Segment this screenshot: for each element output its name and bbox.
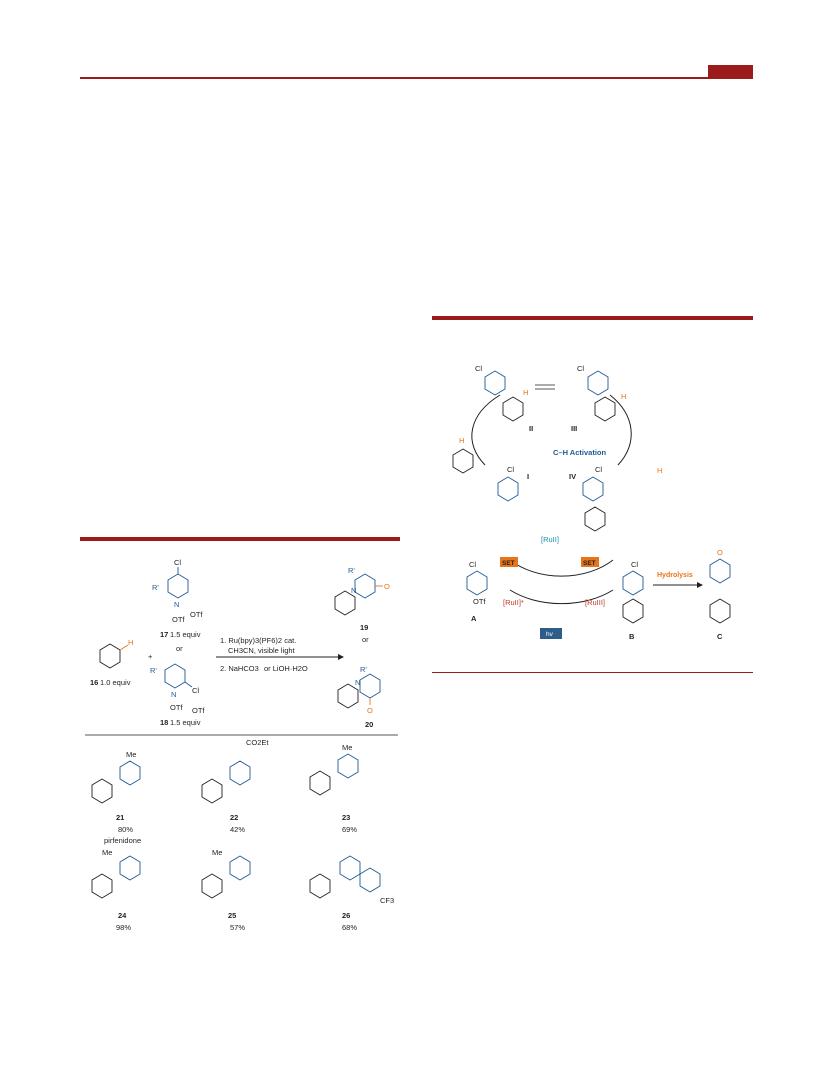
example23-sub: Me <box>342 743 352 752</box>
n-p19: N <box>351 586 356 595</box>
svg-text:68%: 68% <box>342 923 357 932</box>
conditions-step1b: CH3CN, visible light <box>228 646 296 655</box>
example-22: 22 42% <box>230 813 245 834</box>
cl-B: Cl <box>631 560 638 569</box>
reagent2-label: 18 <box>160 718 168 727</box>
label-III: III <box>571 424 577 433</box>
svg-text:69%: 69% <box>342 825 357 834</box>
example25-sub: Me <box>212 848 222 857</box>
conditions-step1: 1. Ru(bpy)3(PF6)2 cat. <box>220 636 296 645</box>
set-left-label: SET <box>502 560 515 567</box>
otf-label: OTf <box>172 615 185 624</box>
label-IV: IV <box>569 472 576 481</box>
example21-sub: Me <box>126 750 136 759</box>
example-23: 23 69% <box>342 813 357 834</box>
plus-sign: + <box>148 652 153 661</box>
scope-scheme: H 16 1.0 equiv + Cl R' N OTf OTf 17 1.5 … <box>85 558 398 932</box>
cl-II: Cl <box>475 364 482 373</box>
n-label-2: N <box>171 690 176 699</box>
ru-ii-label: [RuII] <box>541 535 559 544</box>
svg-text:pirfenidone: pirfenidone <box>104 836 141 845</box>
or-label: or <box>176 644 183 653</box>
r-prime-p19: R' <box>348 566 355 575</box>
cl-label-2: Cl <box>192 686 199 695</box>
otf-counterion: OTf <box>190 610 203 619</box>
h-label: H <box>128 638 133 647</box>
species-B: B <box>629 632 635 641</box>
svg-text:24: 24 <box>118 911 127 920</box>
product20-label: 20 <box>365 720 373 729</box>
cl-I: Cl <box>507 465 514 474</box>
svg-text:98%: 98% <box>116 923 131 932</box>
example-25: 25 57% <box>228 911 245 932</box>
h-plus: H <box>657 466 662 475</box>
header-tab <box>708 65 753 78</box>
cl-label: Cl <box>174 558 181 567</box>
r-prime-label: R' <box>152 583 159 592</box>
product19-label: 19 <box>360 623 368 632</box>
set-box-right <box>581 557 599 567</box>
example-24: 24 98% <box>116 911 131 932</box>
svg-text:42%: 42% <box>230 825 245 834</box>
h-III: H <box>621 392 626 401</box>
conditions-step2: 2. NaHCO3 <box>220 664 259 673</box>
example22-sub: CO2Et <box>246 738 269 747</box>
mechanism-diagram: C–H Activation Cl Cl H H H H Cl Cl II II… <box>452 364 731 641</box>
r-prime-label-2: R' <box>150 666 157 675</box>
label-I: I <box>527 472 529 481</box>
o-C: O <box>717 548 723 557</box>
cl-A: Cl <box>469 560 476 569</box>
svg-text:80%: 80% <box>118 825 133 834</box>
ru-ii-star-label: [RuII]* <box>503 598 524 607</box>
example24-sub: Me <box>102 848 112 857</box>
svg-text:25: 25 <box>228 911 236 920</box>
example26-sub: CF3 <box>380 896 394 905</box>
n-p20: N <box>355 678 360 687</box>
header-rule <box>80 77 753 79</box>
o-label-2: O <box>367 706 373 715</box>
otf-label-2: OTf <box>170 703 183 712</box>
arene-label: 16 <box>90 678 98 687</box>
otf-A: OTf <box>473 597 486 606</box>
hydrolysis-label: Hydrolysis <box>657 572 693 579</box>
h-II: H <box>523 388 528 397</box>
set-box-left <box>500 557 518 567</box>
label-II: II <box>529 424 533 433</box>
hv-box <box>540 628 562 639</box>
svg-text:26: 26 <box>342 911 350 920</box>
ru-iii-label: [RuIII] <box>585 598 605 607</box>
svg-text:23: 23 <box>342 813 350 822</box>
hv-label: hv <box>546 631 554 638</box>
species-A: A <box>471 614 477 623</box>
reagent1-equiv: 1.5 equiv <box>170 630 201 639</box>
cl-IV: Cl <box>595 465 602 474</box>
svg-text:57%: 57% <box>230 923 245 932</box>
conditions-step2b: or LiOH·H2O <box>264 664 308 673</box>
figure-top-rule-left <box>80 537 400 541</box>
r-prime-p20: R' <box>360 665 367 674</box>
example-21: 21 80% pirfenidone <box>104 813 141 845</box>
species-C: C <box>717 632 723 641</box>
n-label: N <box>174 600 179 609</box>
o-label: O <box>384 582 390 591</box>
ch-activation-label: C–H Activation <box>553 448 606 457</box>
reagent2-equiv: 1.5 equiv <box>170 718 201 727</box>
svg-text:22: 22 <box>230 813 238 822</box>
example-26: 26 68% <box>342 911 357 932</box>
arene-equiv: 1.0 equiv <box>100 678 131 687</box>
otf-counterion-2: OTf <box>192 706 205 715</box>
set-right-label: SET <box>583 560 596 567</box>
figure-bottom-rule-right <box>432 672 753 673</box>
h-benzene: H <box>459 436 464 445</box>
cl-III: Cl <box>577 364 584 373</box>
reagent1-label: 17 <box>160 630 168 639</box>
products-or: or <box>362 635 369 644</box>
svg-text:21: 21 <box>116 813 124 822</box>
figure-top-rule-right <box>432 316 753 320</box>
